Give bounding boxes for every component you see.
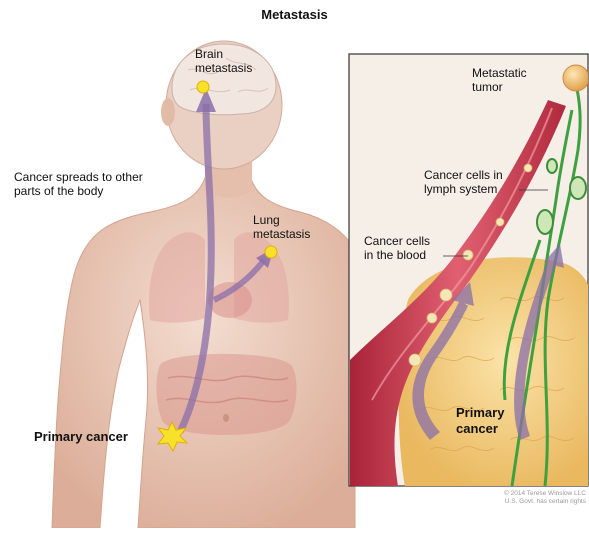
inset-primary-cancer-label: Primary cancer xyxy=(456,405,504,437)
brain-metastasis-dot xyxy=(197,81,209,93)
metastatic-tumor-label: Metastatic tumor xyxy=(472,66,527,94)
lung-metastasis-label: Lung metastasis xyxy=(253,213,310,241)
primary-cancer-label: Primary cancer xyxy=(34,429,128,445)
brain-metastasis-label: Brain metastasis xyxy=(195,47,252,75)
body-spread-label: Cancer spreads to other parts of the bod… xyxy=(14,170,143,198)
lymph-system-label: Cancer cells in lymph system xyxy=(424,168,503,196)
copyright-credit: © 2014 Terese Winslow LLC U.S. Govt. has… xyxy=(470,490,586,506)
ear xyxy=(161,98,175,126)
lung-metastasis-dot xyxy=(265,246,277,258)
intestines xyxy=(156,354,296,435)
diagram-title: Metastasis xyxy=(0,7,589,22)
blood-cells-label: Cancer cells in the blood xyxy=(364,234,430,262)
metastatic-tumor xyxy=(563,65,589,91)
